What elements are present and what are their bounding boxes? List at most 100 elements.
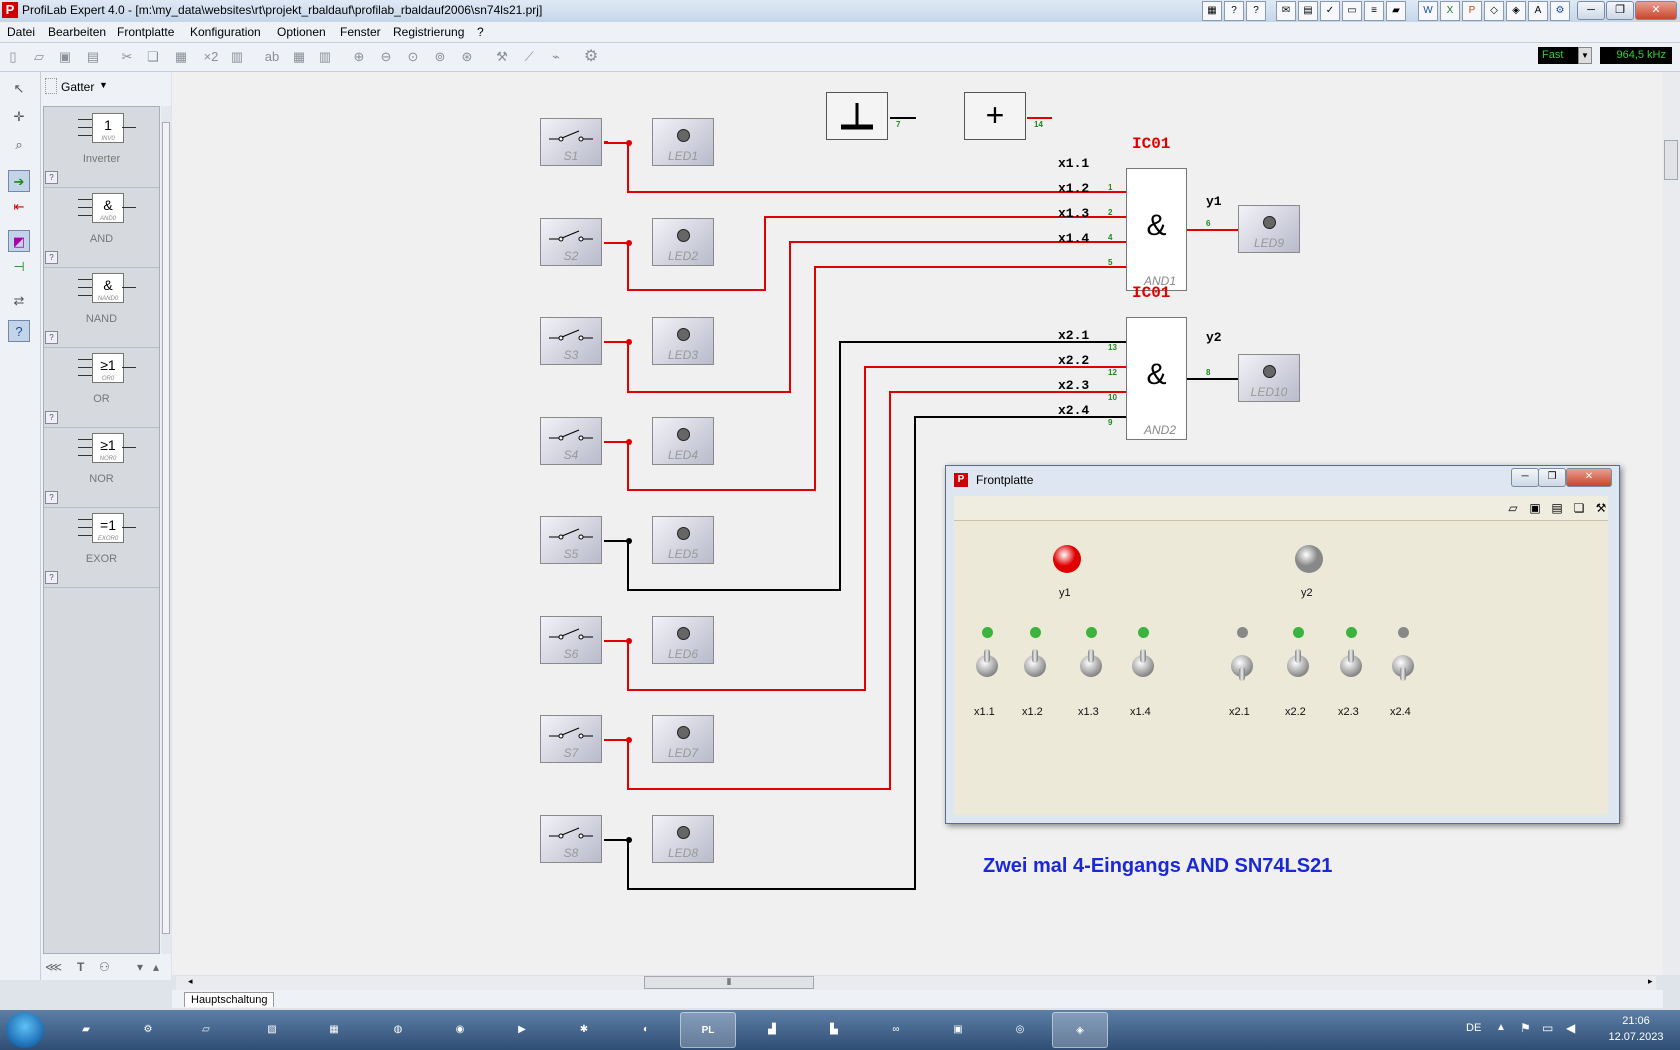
switch-s3[interactable]: S3 [540,317,602,365]
save-icon[interactable]: ▣ [58,49,72,64]
cut-icon[interactable]: ✂ [121,49,133,64]
stop-arrow-icon[interactable]: ⇤ [13,199,25,214]
tool2-task[interactable]: ▙ [830,1024,838,1035]
profilab-app-icon[interactable]: P [2,2,18,18]
calculator-task[interactable]: ▦ [329,1024,339,1035]
help-icon[interactable]: ? [45,331,58,344]
minimize-button[interactable]: ─ [1577,1,1605,20]
fp-copy-icon[interactable]: ❏ [1573,501,1585,515]
menu-fenster[interactable]: Fenster [340,25,381,39]
menu-datei[interactable]: Datei [7,25,36,39]
card-icon[interactable]: ▭ [1342,1,1362,21]
app2-task[interactable]: ▣ [953,1024,963,1035]
toggle-switch-x2.2[interactable] [1287,649,1309,677]
library-scroll-thumb[interactable] [162,122,170,934]
toggle-switch-x2.3[interactable] [1340,649,1362,677]
tray-expand-icon[interactable]: ▲ [1496,1022,1506,1033]
menu-frontplatte[interactable]: Frontplatte [117,25,175,39]
zoom-page-icon[interactable]: ⊛ [461,49,473,64]
columns-icon[interactable]: ▥ [318,49,332,64]
folder-icon[interactable]: ▰ [1386,1,1406,21]
help-icon-2[interactable]: ? [1246,1,1266,21]
fp-print-icon[interactable]: ▤ [1551,501,1563,515]
paste-icon[interactable]: ▦ [174,49,188,64]
print-icon[interactable]: ▤ [86,49,100,64]
led-6[interactable]: LED6 [652,616,714,664]
volume-icon[interactable]: ◀ [1566,1021,1576,1035]
hammer-icon[interactable]: ⚒ [496,49,508,64]
delete-icon[interactable]: ▥ [230,49,244,64]
tasks-icon[interactable]: ✓ [1320,1,1340,21]
close-button[interactable]: ✕ [1635,1,1677,20]
notes-icon[interactable]: ≡ [1364,1,1384,21]
help-icon[interactable]: ? [45,411,58,424]
explorer-task[interactable]: ▰ [82,1024,90,1035]
menu-help[interactable]: ? [477,25,484,39]
help-icon[interactable]: ? [45,171,58,184]
switch-s7[interactable]: S7 [540,715,602,763]
color-icon[interactable]: ◩ [8,230,30,252]
profilab-task[interactable]: PL [680,1012,736,1048]
vertical-scroll-thumb[interactable] [1664,140,1678,180]
grid-icon[interactable]: ▦ [292,49,306,64]
swap-icon[interactable]: ⇄ [13,293,25,308]
led-8[interactable]: LED8 [652,815,714,863]
switch-s1[interactable]: S1 [540,118,602,166]
tool-task[interactable]: ▧ [267,1024,277,1035]
excel-icon[interactable]: X [1440,1,1460,21]
notepad-task[interactable]: ▱ [202,1024,210,1035]
switch-s4[interactable]: S4 [540,417,602,465]
switch-s6[interactable]: S6 [540,616,602,664]
fp-save-icon[interactable]: ▣ [1529,501,1541,515]
zoom-in-icon[interactable]: ⊕ [353,49,365,64]
switch-s8[interactable]: S8 [540,815,602,863]
junction-icon[interactable]: ✛ [13,109,25,124]
ground-symbol[interactable] [826,92,888,140]
chevron-down-icon[interactable]: ▼ [99,80,108,90]
and-gate-2[interactable]: & AND2 [1126,317,1187,440]
text-icon[interactable]: ab [264,49,280,64]
chevron-down-icon[interactable]: ▼ [1578,47,1592,64]
fp-close-button[interactable]: ✕ [1566,468,1612,487]
settings-task[interactable]: ⚙ [143,1024,153,1035]
fp-maximize-button[interactable]: ❐ [1538,468,1566,487]
wire-tool-icon[interactable]: ⟋ [524,49,534,64]
help-icon[interactable]: ? [45,251,58,264]
search-icon[interactable]: ⌕ [15,137,23,152]
led-3[interactable]: LED3 [652,317,714,365]
switch-s2[interactable]: S2 [540,218,602,266]
led-4[interactable]: LED4 [652,417,714,465]
help-icon[interactable]: ? [45,491,58,504]
app3-task[interactable]: ◎ [1015,1024,1025,1035]
toggle-switch-x2.1[interactable] [1231,655,1253,681]
probe-icon[interactable]: ⌁ [552,49,560,64]
menu-registrierung[interactable]: Registrierung [393,25,465,39]
binoculars-icon[interactable]: ⚇ [99,960,110,974]
help-icon[interactable]: ? [1224,1,1244,21]
mail-icon[interactable]: ✉ [1276,1,1296,21]
led-7[interactable]: LED7 [652,715,714,763]
help-icon[interactable]: ? [45,571,58,584]
zoom-out-icon[interactable]: ⊖ [380,49,392,64]
and-gate-1[interactable]: & AND1 [1126,168,1187,291]
run-arrow-icon[interactable]: ➔ [8,170,30,192]
fp-tools-icon[interactable]: ⚒ [1595,501,1607,515]
toggle-switch-x1.4[interactable] [1132,649,1154,677]
led-2[interactable]: LED2 [652,218,714,266]
flag-icon[interactable]: ⚑ [1520,1021,1531,1035]
duplicate-icon[interactable]: ×2 [203,49,219,64]
media-task[interactable]: ▶ [518,1024,526,1035]
app4-task[interactable]: ◈ [1052,1012,1108,1048]
new-icon[interactable]: ▯ [9,49,17,64]
zoom-fit-icon[interactable]: ⊙ [407,49,419,64]
up-icon[interactable]: ▴ [153,960,160,974]
pin-icon[interactable]: ⊣ [13,259,25,274]
switch-s5[interactable]: S5 [540,516,602,564]
toggle-switch-x1.1[interactable] [976,649,998,677]
